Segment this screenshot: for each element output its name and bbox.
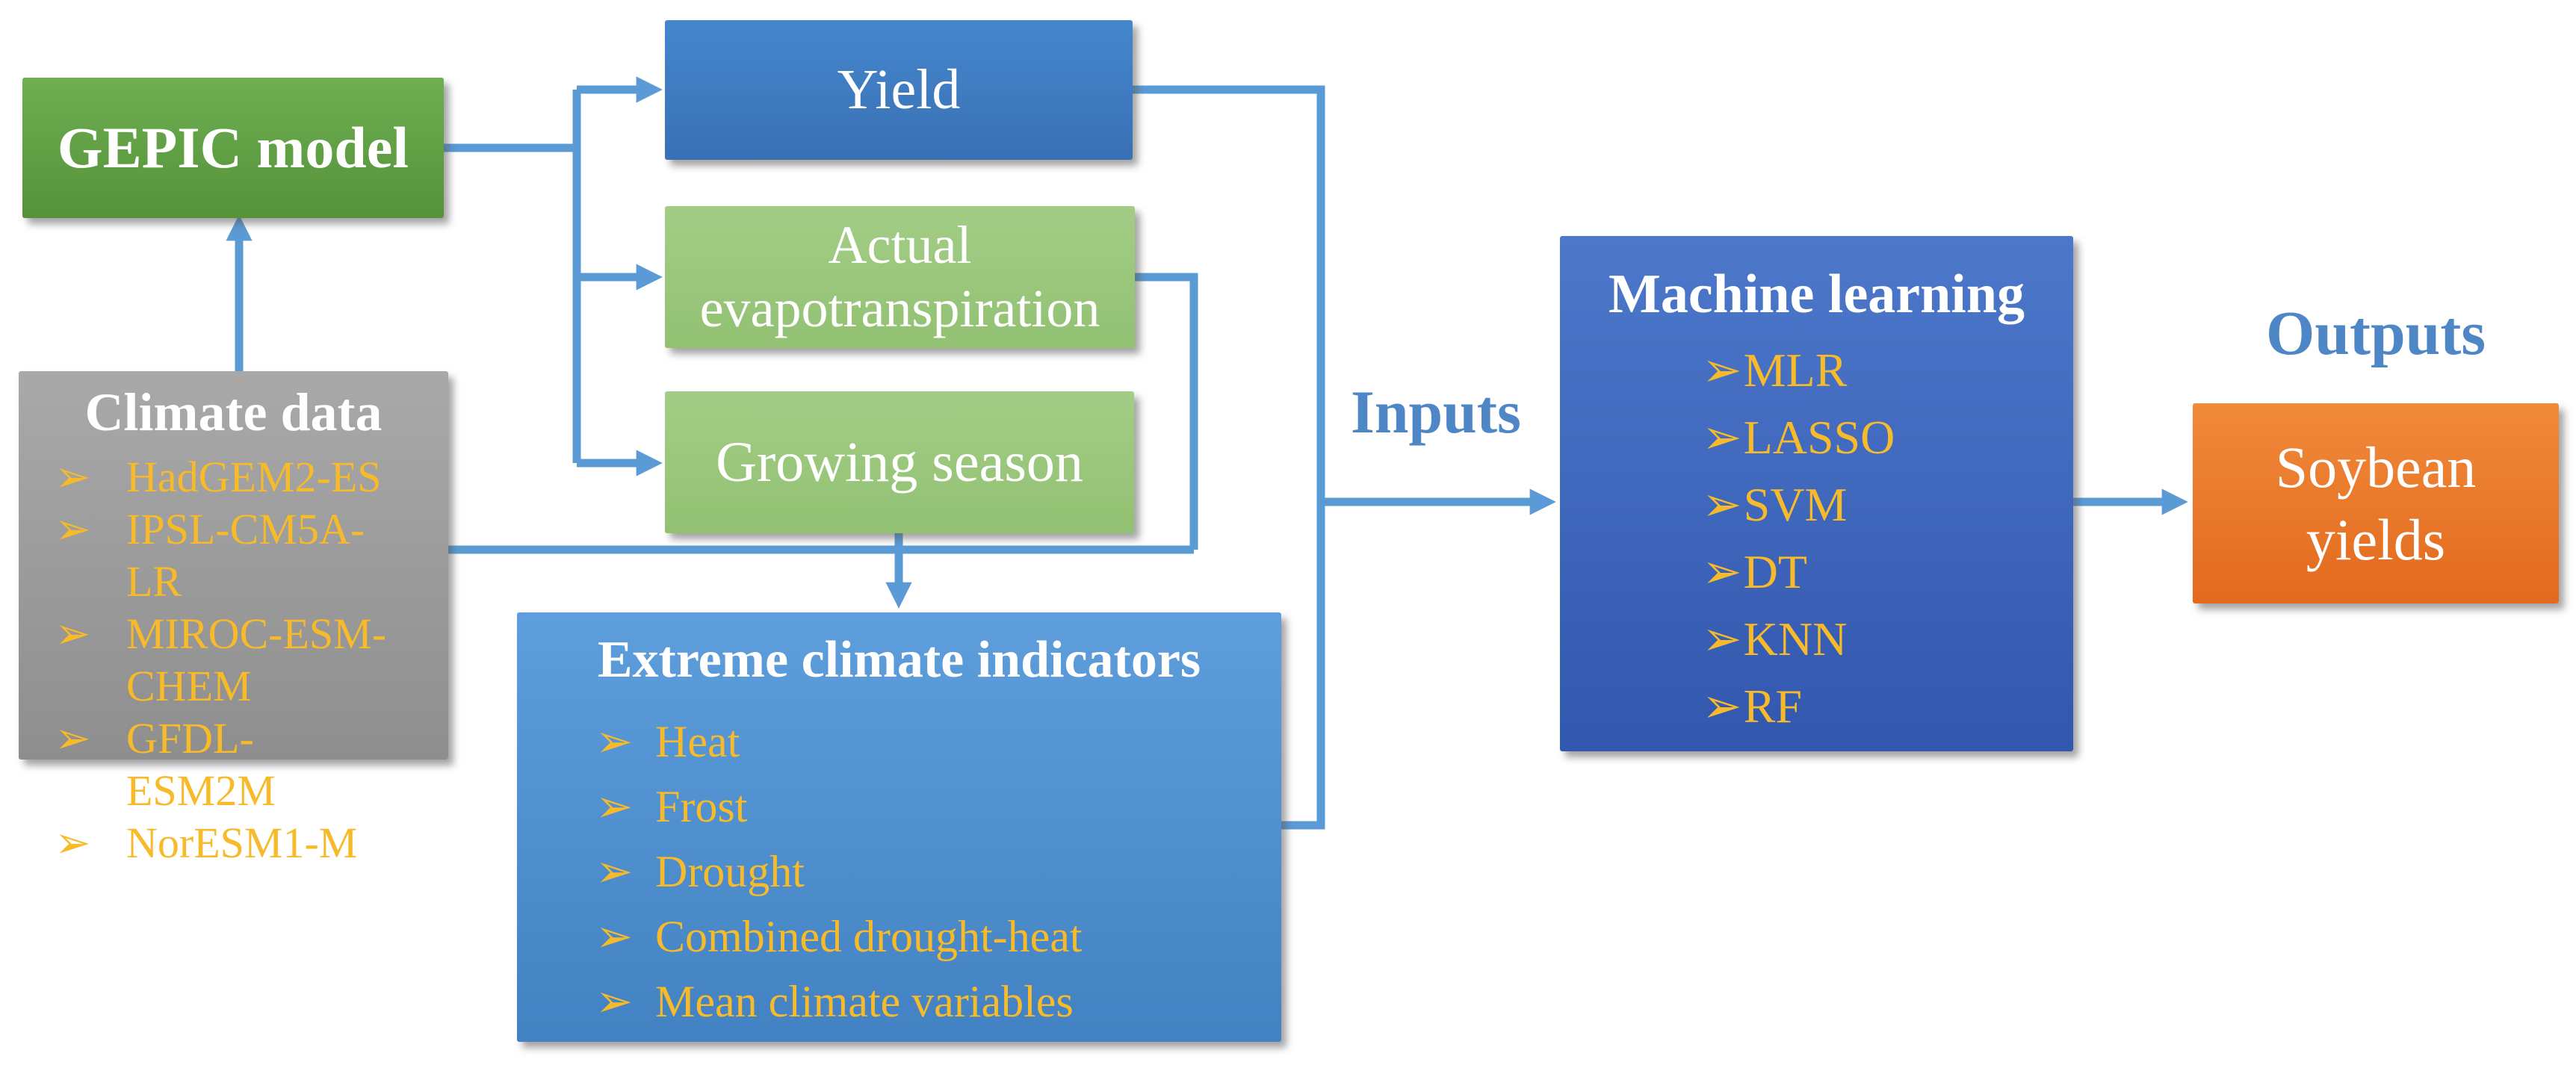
node-climate-data: Climate data ➢ HadGEM2-ES ➢ IPSL-CM5A-LR ➢ MI… bbox=[19, 371, 448, 867]
chevron-bullet-icon: ➢ bbox=[1702, 344, 1742, 397]
climate-data-list: ➢HadGEM2-ES➢IPSL-CM5A-LR➢MIROC-ESM-CHEM➢… bbox=[55, 451, 398, 869]
list-item-label: Frost bbox=[655, 782, 748, 831]
extreme-climate-indicators-list: ➢ Heat ➢ Frost ➢ Drought ➢ Combined drought-hea… bbox=[595, 710, 1238, 1034]
soybean-yields-label: Soybean yields bbox=[2275, 434, 2477, 573]
list-item: ➢ IPSL-CM5A-LR bbox=[55, 503, 398, 608]
list-item: ➢ Heat bbox=[595, 710, 1238, 774]
list-item-label: DT bbox=[1743, 545, 1807, 598]
list-item-label: NorESM1-M bbox=[126, 819, 358, 867]
line-yield-and-extreme-to-inputs bbox=[1133, 85, 1325, 830]
chevron-bullet-icon: ➢ bbox=[595, 717, 634, 766]
chevron-bullet-icon: ➢ bbox=[1702, 612, 1742, 665]
inputs-label: Inputs bbox=[1351, 378, 1521, 446]
list-item-label: IPSL-CM5A-LR bbox=[126, 505, 365, 606]
list-item-label: HadGEM2-ES bbox=[126, 453, 382, 501]
gepic-model-label: GEPIC model bbox=[57, 115, 409, 180]
list-item-label: Mean climate variables bbox=[655, 977, 1074, 1026]
node-machine-learning: Machine learning ➢MLR➢LASSO➢SVM➢DT➢KNN➢R… bbox=[1560, 236, 2073, 751]
chevron-bullet-icon: ➢ bbox=[595, 782, 634, 831]
chevron-bullet-icon: ➢ bbox=[55, 819, 91, 867]
list-item-label: Combined drought-heat bbox=[655, 912, 1083, 961]
chevron-bullet-icon: ➢ bbox=[1702, 680, 1742, 733]
list-item: ➢ Drought bbox=[595, 839, 1238, 904]
chevron-bullet-icon: ➢ bbox=[1702, 478, 1742, 531]
list-item-label: MIROC-ESM-CHEM bbox=[126, 609, 387, 710]
actual-evapotranspiration-label: Actual evapotranspiration bbox=[699, 215, 1100, 338]
list-item-label: GFDL-ESM2M bbox=[126, 714, 276, 815]
list-item-label: MLR bbox=[1743, 344, 1848, 397]
outputs-label: Outputs bbox=[2265, 299, 2486, 368]
yield-label: Yield bbox=[837, 58, 961, 121]
list-item-label: KNN bbox=[1743, 612, 1848, 665]
line-evapotranspiration-down bbox=[1135, 273, 1198, 550]
chevron-bullet-icon: ➢ bbox=[1702, 545, 1742, 598]
list-item: ➢LASSO bbox=[1702, 404, 2053, 471]
list-item-label: SVM bbox=[1743, 478, 1848, 531]
list-item: ➢ GFDL-ESM2M bbox=[55, 712, 398, 817]
node-growing-season: Growing season bbox=[665, 391, 1134, 533]
chevron-bullet-icon: ➢ bbox=[55, 609, 91, 658]
node-actual-evapotranspiration: Actual evapotranspiration bbox=[665, 206, 1135, 348]
list-item: ➢DT bbox=[1702, 538, 2053, 606]
node-yield: Yield bbox=[665, 20, 1133, 160]
node-soybean-yields: Soybean yields bbox=[2193, 403, 2559, 603]
list-item-label: Heat bbox=[655, 717, 740, 766]
chevron-bullet-icon: ➢ bbox=[1702, 411, 1742, 464]
chevron-bullet-icon: ➢ bbox=[55, 505, 91, 553]
list-item-label: Drought bbox=[655, 847, 805, 896]
machine-learning-list: ➢MLR➢LASSO➢SVM➢DT➢KNN➢RF bbox=[1702, 337, 2053, 740]
list-item: ➢ NorESM1-M bbox=[55, 817, 398, 869]
list-item: ➢ Mean climate variables bbox=[595, 969, 1238, 1034]
chevron-bullet-icon: ➢ bbox=[55, 714, 91, 763]
growing-season-label: Growing season bbox=[716, 430, 1083, 494]
climate-data-title: Climate data bbox=[84, 382, 383, 442]
chevron-bullet-icon: ➢ bbox=[55, 453, 91, 501]
extreme-climate-indicators-title: Extreme climate indicators bbox=[597, 631, 1201, 689]
list-item: ➢SVM bbox=[1702, 471, 2053, 538]
machine-learning-title: Machine learning bbox=[1608, 264, 2025, 325]
chevron-bullet-icon: ➢ bbox=[595, 977, 634, 1026]
list-item: ➢ HadGEM2-ES bbox=[55, 451, 398, 503]
chevron-bullet-icon: ➢ bbox=[595, 912, 634, 961]
list-item: ➢KNN bbox=[1702, 606, 2053, 673]
list-item-label: RF bbox=[1743, 680, 1802, 733]
list-item: ➢ MIROC-ESM-CHEM bbox=[55, 608, 398, 712]
node-gepic-model: GEPIC model bbox=[22, 78, 444, 218]
list-item: ➢RF bbox=[1702, 673, 2053, 740]
list-item: ➢ Combined drought-heat bbox=[595, 904, 1238, 969]
list-item-label: LASSO bbox=[1743, 411, 1895, 464]
list-item: ➢ Frost bbox=[595, 774, 1238, 839]
list-item: ➢MLR bbox=[1702, 337, 2053, 404]
chevron-bullet-icon: ➢ bbox=[595, 847, 634, 896]
node-extreme-climate-indicators: Extreme climate indicators ➢ Heat ➢ Frost ➢ D… bbox=[517, 612, 1281, 1042]
